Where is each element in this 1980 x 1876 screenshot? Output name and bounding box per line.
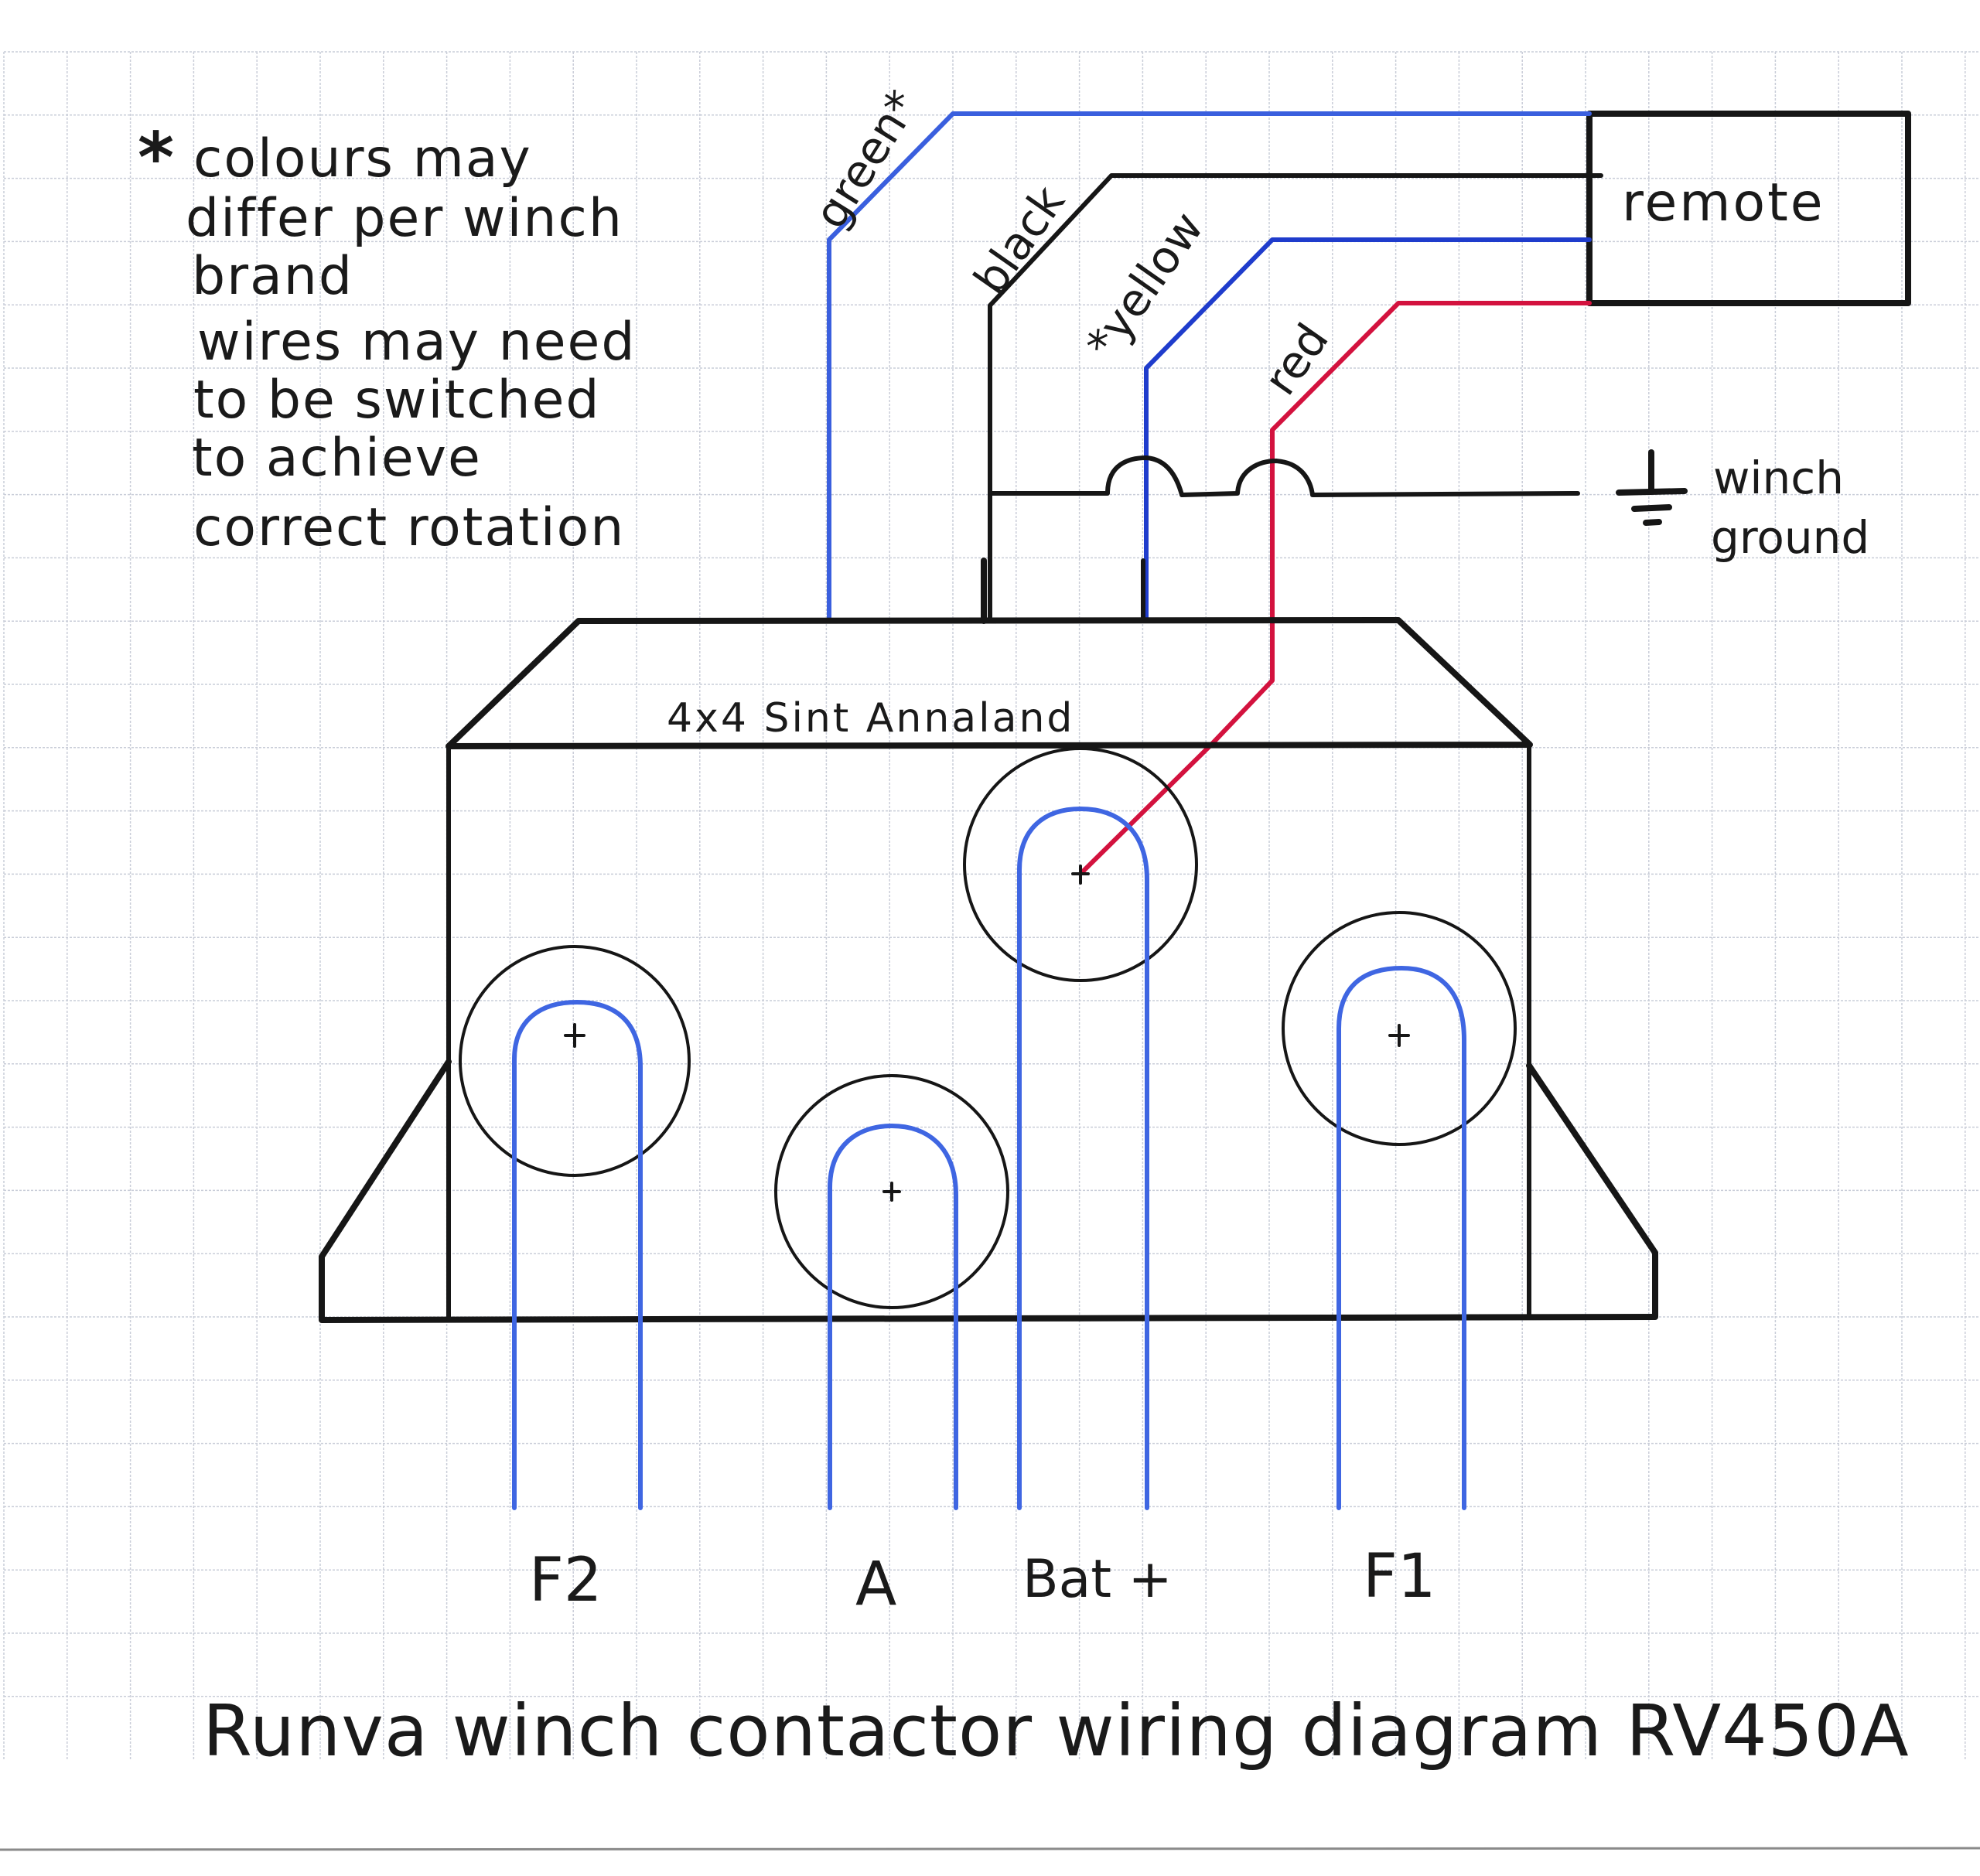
terminal-f2: F2 xyxy=(459,945,691,1615)
terminal-a-stud xyxy=(774,1074,1009,1309)
ground-bus-line xyxy=(988,455,1580,497)
terminal-f1-label: F1 xyxy=(1363,1542,1436,1612)
contactor-top xyxy=(446,617,1533,749)
wire-black-path xyxy=(988,173,1603,623)
contactor-brand-label: 4x4 Sint Annaland xyxy=(667,695,1074,742)
wire-red-label: red xyxy=(1254,314,1339,404)
note-line-1: colours may xyxy=(193,128,532,189)
terminal-f2-strap xyxy=(512,1000,643,1510)
wire-yellow-path xyxy=(1144,237,1592,623)
contactor-flange-right xyxy=(1526,1062,1658,1319)
terminal-bat-strap xyxy=(1017,807,1149,1510)
terminal-f1: F1 xyxy=(1282,911,1517,1612)
remote-box: remote xyxy=(1586,111,1911,306)
terminal-a-strap xyxy=(828,1124,958,1510)
note-line-4: wires may need xyxy=(197,312,637,373)
page-edge-line xyxy=(0,1847,1980,1851)
terminal-bat-stud xyxy=(963,747,1198,982)
wire-green: green* xyxy=(804,81,1592,623)
wire-yellow-label: *yellow xyxy=(1076,203,1214,368)
ground-label-1: winch xyxy=(1713,452,1844,504)
note-line-7: correct rotation xyxy=(193,497,625,558)
terminal-f1-stud xyxy=(1282,911,1517,1146)
terminal-a: A xyxy=(774,1074,1009,1619)
note-asterisk: * xyxy=(138,118,176,199)
terminal-bat-label: Bat + xyxy=(1022,1549,1173,1610)
remote-box-outline xyxy=(1586,111,1911,306)
terminal-f2-label: F2 xyxy=(529,1546,603,1615)
wire-green-path xyxy=(827,111,1592,623)
note-block: * colours may differ per winch brand wir… xyxy=(138,118,637,558)
wire-black-label: black xyxy=(964,176,1075,304)
terminal-f1-strap xyxy=(1336,966,1466,1510)
terminal-f2-stud xyxy=(459,945,691,1177)
terminal-bat-center-mark xyxy=(1071,865,1090,885)
ground-bus: winch ground xyxy=(988,449,1869,564)
terminal-f2-center-mark xyxy=(564,1023,585,1048)
terminal-a-center-mark xyxy=(882,1182,901,1202)
wire-red-path xyxy=(1078,301,1592,876)
note-line-2: differ per winch xyxy=(186,188,623,249)
diagram-title: Runva winch contactor wiring diagram RV4… xyxy=(203,1690,1910,1772)
ground-icon xyxy=(1616,449,1688,526)
note-line-5: to be switched xyxy=(193,370,601,431)
contactor-flange-left xyxy=(319,1059,452,1322)
contactor: 4x4 Sint Annaland xyxy=(319,617,1658,1323)
contactor-base xyxy=(319,1314,1658,1323)
terminal-bat-plus: Bat + xyxy=(963,747,1198,1610)
wire-black: black xyxy=(964,173,1603,624)
terminal-a-label: A xyxy=(855,1550,896,1619)
ground-label-2: ground xyxy=(1711,511,1869,564)
note-line-3: brand xyxy=(192,246,353,307)
wire-red: red xyxy=(1078,301,1592,876)
remote-label: remote xyxy=(1622,172,1825,234)
terminals: F2 A Bat + F1 xyxy=(459,747,1517,1619)
note-line-6: to achieve xyxy=(192,428,482,489)
terminal-f1-center-mark xyxy=(1388,1024,1410,1047)
